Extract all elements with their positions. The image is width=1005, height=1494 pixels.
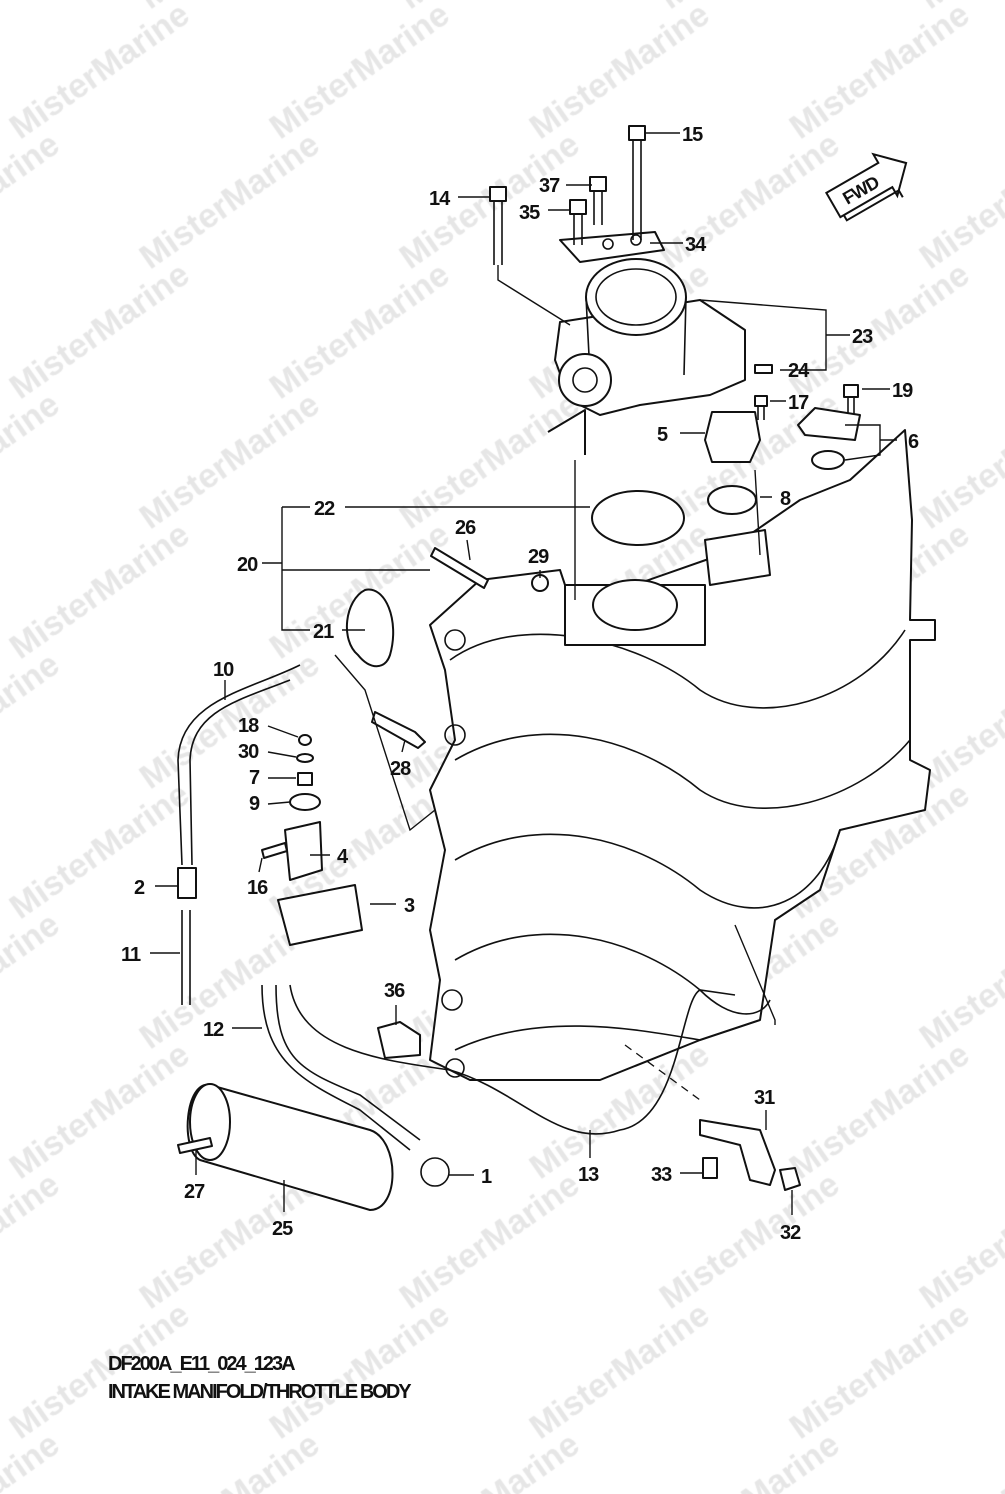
callout-9: 9 (249, 793, 260, 815)
callout-34: 34 (685, 234, 707, 256)
callout-13: 13 (578, 1164, 599, 1186)
callout-14: 14 (429, 188, 451, 210)
bolts (489, 125, 859, 420)
callout-2: 2 (134, 877, 145, 899)
callout-16: 16 (247, 877, 268, 899)
callout-12: 12 (203, 1019, 224, 1041)
leader-lines (150, 132, 897, 1215)
callout-24: 24 (788, 360, 810, 382)
callout-21: 21 (313, 621, 334, 643)
callout-6: 6 (908, 431, 919, 453)
callout-28: 28 (390, 758, 411, 780)
callout-35: 35 (519, 202, 540, 224)
diagram-code: DF200A_E11_024_123A (108, 1353, 296, 1375)
callout-17: 17 (788, 392, 809, 414)
callout-11: 11 (121, 944, 141, 966)
callout-15: 15 (682, 124, 703, 146)
hoses-and-valve (177, 664, 736, 1151)
callout-7: 7 (249, 767, 260, 789)
callout-8: 8 (780, 488, 791, 510)
callout-20: 20 (237, 554, 258, 576)
fwd-arrow-icon: FWD (824, 152, 908, 222)
callout-29: 29 (528, 546, 549, 568)
canister-and-clips (177, 1083, 801, 1211)
callout-25: 25 (272, 1218, 293, 1240)
intake-manifold (429, 429, 936, 1081)
callout-1: 1 (481, 1166, 492, 1188)
callout-33: 33 (651, 1164, 672, 1186)
callout-23: 23 (852, 326, 873, 348)
callout-5: 5 (657, 424, 668, 446)
diagram-title: INTAKE MANIFOLD/THROTTLE BODY (108, 1381, 412, 1403)
callout-37: 37 (539, 175, 560, 197)
callout-3: 3 (404, 895, 415, 917)
callout-18: 18 (238, 715, 259, 737)
callout-4: 4 (337, 846, 349, 868)
gaskets-and-studs (345, 547, 549, 749)
dashed-guides (334, 460, 776, 1101)
callout-30: 30 (238, 741, 259, 763)
callout-32: 32 (780, 1222, 801, 1244)
callout-36: 36 (384, 980, 405, 1002)
throttle-body-assembly (547, 231, 746, 455)
callout-labels: 15 37 14 35 34 23 24 19 17 5 6 8 22 26 2… (121, 124, 920, 1244)
callout-22: 22 (314, 498, 335, 520)
callout-31: 31 (754, 1087, 775, 1109)
sensors (591, 407, 861, 546)
callout-19: 19 (892, 380, 913, 402)
callout-10: 10 (213, 659, 234, 681)
callout-26: 26 (455, 517, 476, 539)
callout-27: 27 (184, 1181, 205, 1203)
